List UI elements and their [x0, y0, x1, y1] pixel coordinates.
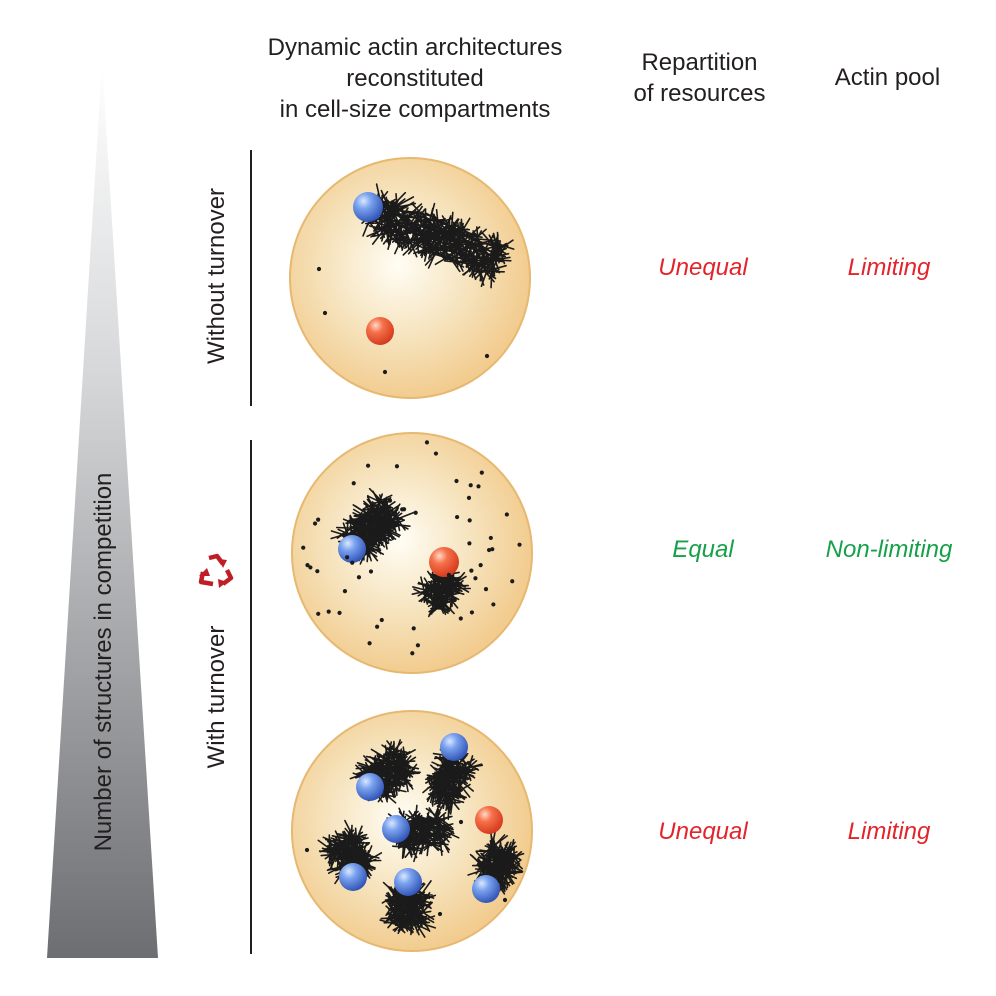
header-repartition-line-2: of resources [633, 80, 766, 107]
group-bracket-without-turnover [250, 150, 252, 406]
nucleator-bead [394, 868, 422, 896]
row-3-repartition: Unequal [658, 818, 748, 845]
compartment-turnover-many [291, 710, 533, 952]
header-architectures: Dynamic actin architectures reconstitute… [215, 32, 615, 125]
compartment-turnover-few-membrane [291, 432, 533, 674]
row-2-repartition: Equal [672, 536, 734, 563]
gradient-triangle [47, 62, 158, 958]
actin-bundle [330, 487, 416, 565]
header-actin-pool: Actin pool [800, 62, 975, 93]
inert-bead [475, 806, 503, 834]
nucleator-bead [440, 733, 468, 761]
nucleator-bead [472, 875, 500, 903]
nucleator-bead [353, 192, 383, 222]
recycle-icon [198, 553, 234, 588]
inert-bead [366, 317, 394, 345]
header-repartition: Repartition of resources [612, 47, 787, 109]
header-architectures-line-2: reconstituted [346, 65, 484, 92]
inert-bead [429, 547, 459, 577]
row-1-repartition: Unequal [658, 254, 748, 281]
row-1-actin-pool: Limiting [847, 254, 931, 281]
free-actin-dots [316, 266, 490, 375]
header-architectures-line-3: in cell-size compartments [279, 96, 551, 123]
row-3-actin-pool: Limiting [847, 818, 931, 845]
compartment-turnover-few [291, 432, 533, 674]
header-repartition-line-1: Repartition [641, 49, 758, 76]
nucleator-bead [339, 863, 367, 891]
header-architectures-line-1: Dynamic actin architectures [267, 34, 563, 61]
free-actin-dots [301, 440, 522, 656]
group-bracket-with-turnover [250, 440, 252, 954]
nucleator-bead [338, 535, 366, 563]
row-2-actin-pool: Non-limiting [825, 536, 953, 563]
nucleator-bead [382, 815, 410, 843]
actin-bundle [411, 558, 472, 618]
free-actin-dots [304, 819, 508, 917]
header-actin-pool-line-1: Actin pool [834, 64, 941, 91]
nucleator-bead [356, 773, 384, 801]
compartment-without-turnover [289, 157, 531, 399]
